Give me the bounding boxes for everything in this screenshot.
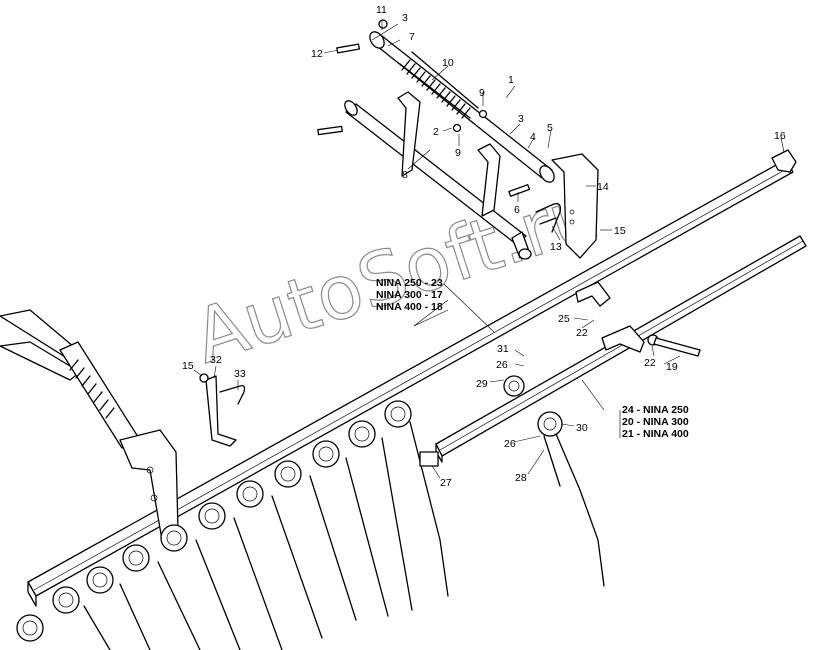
callout-25: 25 [558,313,570,325]
callout-29: 29 [476,378,488,390]
end-cap-part-27 [419,451,439,467]
clamp-plate-upper [575,281,611,307]
callout-6: 6 [514,204,520,216]
callout-3b: 3 [518,113,524,125]
callout-15a: 15 [614,225,626,237]
callout-2: 2 [433,126,439,138]
spring-tine-part-29 [503,375,525,397]
frame-part-8 [317,91,532,260]
spring-tine-part-30 [537,411,605,587]
bolt-part-19 [647,334,701,357]
callout-13: 13 [550,241,562,253]
secondary-square-bar [435,235,807,463]
callout-3a: 3 [402,12,408,24]
callout-33: 33 [234,368,246,380]
callout-19: 19 [666,361,678,373]
callout-32: 32 [210,354,222,366]
variant-right-line-1: 24 - NINA 250 [622,404,689,416]
callout-7: 7 [409,31,415,43]
callout-8: 8 [402,169,408,181]
callout-leaders [193,20,785,479]
callout-27: 27 [440,477,452,489]
callout-1: 1 [508,74,514,86]
bracket-part-14 [508,153,599,259]
watermark-text: AutoSoft.ru [184,169,609,380]
callout-16: 16 [774,130,786,142]
variant-top-line-2: NINA 300 - 17 [376,289,443,301]
variant-right-line-3: 21 - NINA 400 [622,428,689,440]
variant-top-line-3: NINA 400 - 18 [376,301,443,313]
u-bolt-part-13 [535,203,562,233]
spring-tines-row [16,400,449,650]
callout-10: 10 [442,57,454,69]
callout-22a: 22 [576,327,588,339]
callout-26a: 26 [496,359,508,371]
callout-9a: 9 [479,87,485,99]
callout-11: 11 [376,4,387,16]
callout-12: 12 [311,48,323,60]
variant-top-line-1: NINA 250 - 23 [376,277,443,289]
tine-holder-part-32 [199,373,246,447]
callout-5: 5 [547,122,553,134]
variant-right-line-2: 20 - NINA 300 [622,416,689,428]
clamp-plate-lower [601,325,645,353]
variant-group-top: NINA 250 - 23 NINA 300 - 17 NINA 400 - 1… [376,277,449,327]
callout-30: 30 [576,422,588,434]
main-square-bar [27,149,797,607]
compression-spring [399,51,479,119]
callout-14: 14 [597,181,609,193]
callout-22b: 22 [644,357,656,369]
variant-group-right: 24 - NINA 250 20 - NINA 300 21 - NINA 40… [619,404,689,440]
callout-9b: 9 [455,147,461,159]
spring-tube-assembly [336,19,555,183]
callout-28: 28 [515,472,527,484]
callout-31: 31 [497,343,509,355]
callout-26b: 26 [504,438,516,450]
callout-15b: 15 [182,360,194,372]
callout-numbers: 1 2 3 3 4 5 6 7 8 9 9 10 11 12 13 14 15 … [182,4,786,489]
left-support-linkage [0,309,179,541]
callout-4: 4 [530,131,536,143]
